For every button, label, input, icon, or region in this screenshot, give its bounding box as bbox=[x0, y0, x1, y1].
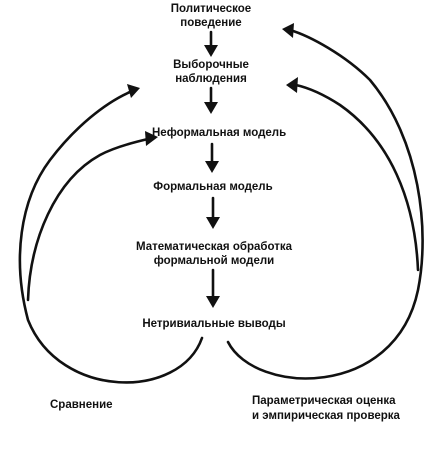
node-line: Выборочные bbox=[173, 59, 249, 71]
node-line: Математическая обработка bbox=[136, 241, 292, 253]
node-sample-observations: Выборочные наблюдения bbox=[151, 58, 271, 86]
node-mathematical-processing: Математическая обработка формальной моде… bbox=[128, 240, 300, 268]
node-line: Неформальная модель bbox=[152, 127, 287, 139]
label-comparison: Сравнение bbox=[50, 398, 113, 413]
label-estimation-testing: Параметрическая оценка и эмпирическая пр… bbox=[252, 394, 400, 424]
node-line: наблюдения bbox=[175, 73, 247, 85]
node-line: поведение bbox=[180, 17, 242, 29]
node-line: Политическое bbox=[170, 3, 252, 15]
label-line: и эмпирическая проверка bbox=[252, 410, 400, 422]
node-formal-model: Формальная модель bbox=[153, 180, 273, 194]
node-political-behavior: Политическое поведение bbox=[151, 2, 271, 30]
node-line: формальной модели bbox=[153, 255, 275, 267]
label-line: Параметрическая оценка bbox=[252, 395, 396, 407]
node-line: Формальная модель bbox=[153, 181, 273, 193]
comparison-loop-arrows bbox=[18, 84, 204, 384]
flow-arrow-3 bbox=[205, 142, 219, 173]
flow-arrow-1 bbox=[204, 30, 218, 57]
flow-arrow-4 bbox=[206, 196, 220, 229]
node-nontrivial-conclusions: Нетривиальные выводы bbox=[140, 317, 288, 331]
flow-arrow-2 bbox=[204, 86, 218, 114]
node-informal-model: Неформальная модель bbox=[152, 126, 287, 140]
node-line: Нетривиальные выводы bbox=[142, 318, 286, 330]
estimation-loop-arrows bbox=[226, 23, 424, 380]
flow-arrow-5 bbox=[206, 268, 220, 308]
label-line: Сравнение bbox=[50, 399, 113, 411]
